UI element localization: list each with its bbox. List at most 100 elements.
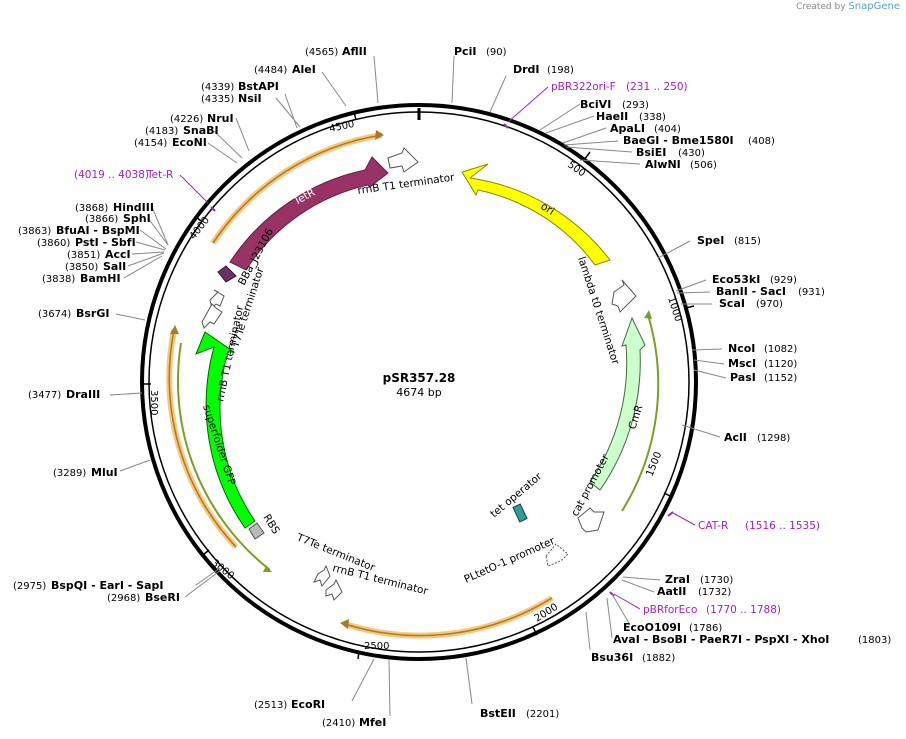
enzyme-pos: (1730): [700, 575, 733, 586]
bba-j23106-feature: [217, 265, 237, 283]
enzyme-pos: (929): [770, 275, 797, 286]
enzyme-pos: (198): [547, 65, 574, 76]
primer-label: pBR322ori-F: [551, 81, 616, 93]
cmr-support-line: [621, 314, 660, 512]
enzyme-pos: (2968): [107, 593, 140, 604]
enzyme-label: AflII: [342, 45, 367, 58]
enzyme-label: Bsu36I: [591, 651, 633, 664]
tick-label: 500: [565, 159, 587, 179]
enzyme-label: BaeGI - Bme1580I: [623, 134, 734, 147]
primer-marks: [210, 123, 674, 597]
enzyme-pos: (4183): [145, 126, 178, 137]
primer-label: CAT-R: [698, 520, 728, 532]
enzyme-label: HindIII: [113, 201, 154, 214]
enzyme-label: ApaLI: [610, 122, 645, 135]
enzyme-label: ScaI: [719, 297, 745, 310]
enzyme-pos: (3477): [28, 390, 61, 401]
enzyme-pos: (430): [678, 148, 705, 159]
enzyme-label: BspQI - EarI - SapI: [51, 579, 163, 592]
tet-operator-feature: [512, 503, 528, 523]
enzyme-label: AlwNI: [645, 158, 681, 171]
lambda-label: lambda t0 terminator: [575, 255, 621, 366]
primer-label: pBRforEco: [643, 604, 697, 616]
enzyme-label: AleI: [292, 63, 316, 76]
tick-marks: [143, 111, 695, 660]
orf-arrow-head: [375, 130, 384, 140]
enzyme-pos: (4226): [170, 114, 203, 125]
rrnb-terminator-bottom: [325, 578, 343, 601]
enzyme-pos: (4335): [201, 94, 234, 105]
enzyme-pos: (404): [654, 124, 681, 135]
tick-label: 2500: [364, 641, 389, 652]
rbs-feature: [248, 522, 265, 540]
enzyme-pos: (506): [690, 160, 717, 171]
plasmid-length: 4674 bp: [396, 386, 441, 399]
enzyme-leaders: [109, 55, 727, 717]
enzyme-pos: (4339): [201, 82, 234, 93]
enzyme-pos: (1082): [764, 344, 797, 355]
primer-label: Tet-R: [146, 169, 173, 181]
enzyme-label: SphI: [123, 212, 151, 225]
enzyme-pos: (338): [639, 112, 666, 123]
enzyme-label: NcoI: [728, 342, 755, 355]
primer-range: (4019 .. 4038): [74, 169, 149, 181]
enzyme-label: EcoO109I: [623, 621, 681, 634]
enzyme-label: SnaBI: [183, 124, 219, 137]
orf-arrow-head: [340, 619, 349, 629]
primer-range: (231 .. 250): [626, 81, 688, 93]
enzyme-label: BstAPI: [238, 80, 279, 93]
enzyme-label: DrdI: [513, 63, 540, 76]
lambda-terminator: [611, 279, 637, 313]
snapgene-credit: Created by SnapGene: [796, 1, 900, 12]
cmr-feature: [589, 316, 646, 491]
tick-label: 4000: [188, 215, 212, 242]
enzyme-pos: (970): [756, 299, 783, 310]
enzyme-label: BsiEI: [636, 146, 666, 159]
enzyme-pos: (2513): [254, 700, 287, 711]
enzyme-label: BseRI: [145, 591, 180, 604]
tetr-feature: [229, 156, 389, 271]
enzyme-pos: (293): [622, 100, 649, 111]
enzyme-label: BsrGI: [76, 307, 109, 320]
tick-label: 3500: [148, 390, 159, 415]
enzyme-label: DraIII: [66, 388, 100, 401]
plasmid-name: pSR357.28: [383, 371, 456, 385]
enzyme-label: PciI: [454, 45, 476, 58]
enzyme-label: BfuAI - BspMI: [56, 224, 140, 237]
tick-label: 1000: [665, 296, 683, 324]
enzyme-label: HaeII: [596, 110, 628, 123]
enzyme-label: NruI: [207, 112, 234, 125]
enzyme-pos: (1732): [698, 587, 731, 598]
rrnb-terminator-left: [201, 303, 223, 329]
cat-promoter: [577, 507, 605, 533]
enzyme-pos: (1152): [764, 373, 797, 384]
pltet-promoter: [545, 543, 569, 567]
enzyme-pos: (4484): [254, 65, 287, 76]
enzyme-label: PstI - SbfI: [75, 236, 136, 249]
enzyme-label: AccI: [105, 248, 131, 261]
primer-range: (1516 .. 1535): [745, 520, 820, 532]
enzyme-label: MluI: [91, 466, 118, 479]
orf-arc-bottom-line: [344, 597, 553, 637]
enzyme-label: BanII - SacI: [716, 285, 786, 298]
backbone-outer: [140, 103, 698, 661]
orf-arc-bottom: [344, 595, 554, 639]
enzyme-pos: (3868): [75, 203, 108, 214]
enzyme-pos: (90): [486, 47, 507, 58]
enzyme-pos: (3838): [42, 274, 75, 285]
enzyme-label: BstEII: [480, 707, 516, 720]
enzyme-label: NsiI: [238, 92, 262, 105]
enzyme-label: SpeI: [697, 234, 724, 247]
rrnb-terminator-top: [387, 147, 419, 173]
enzyme-label: SalI: [103, 260, 126, 273]
gfp-support-arrow: [263, 566, 272, 572]
enzyme-label: AvaI - BsoBI - PaeR7I - PspXI - XhoI: [613, 633, 829, 646]
enzyme-label: ZraI: [665, 573, 690, 586]
enzyme-pos: (2410): [322, 718, 355, 729]
enzyme-label: MfeI: [359, 716, 386, 729]
tick-label: 4500: [328, 119, 355, 135]
enzyme-pos: (3289): [53, 468, 86, 479]
enzyme-pos: (3674): [38, 309, 71, 320]
orf-arc-tetr-line: [212, 134, 383, 244]
